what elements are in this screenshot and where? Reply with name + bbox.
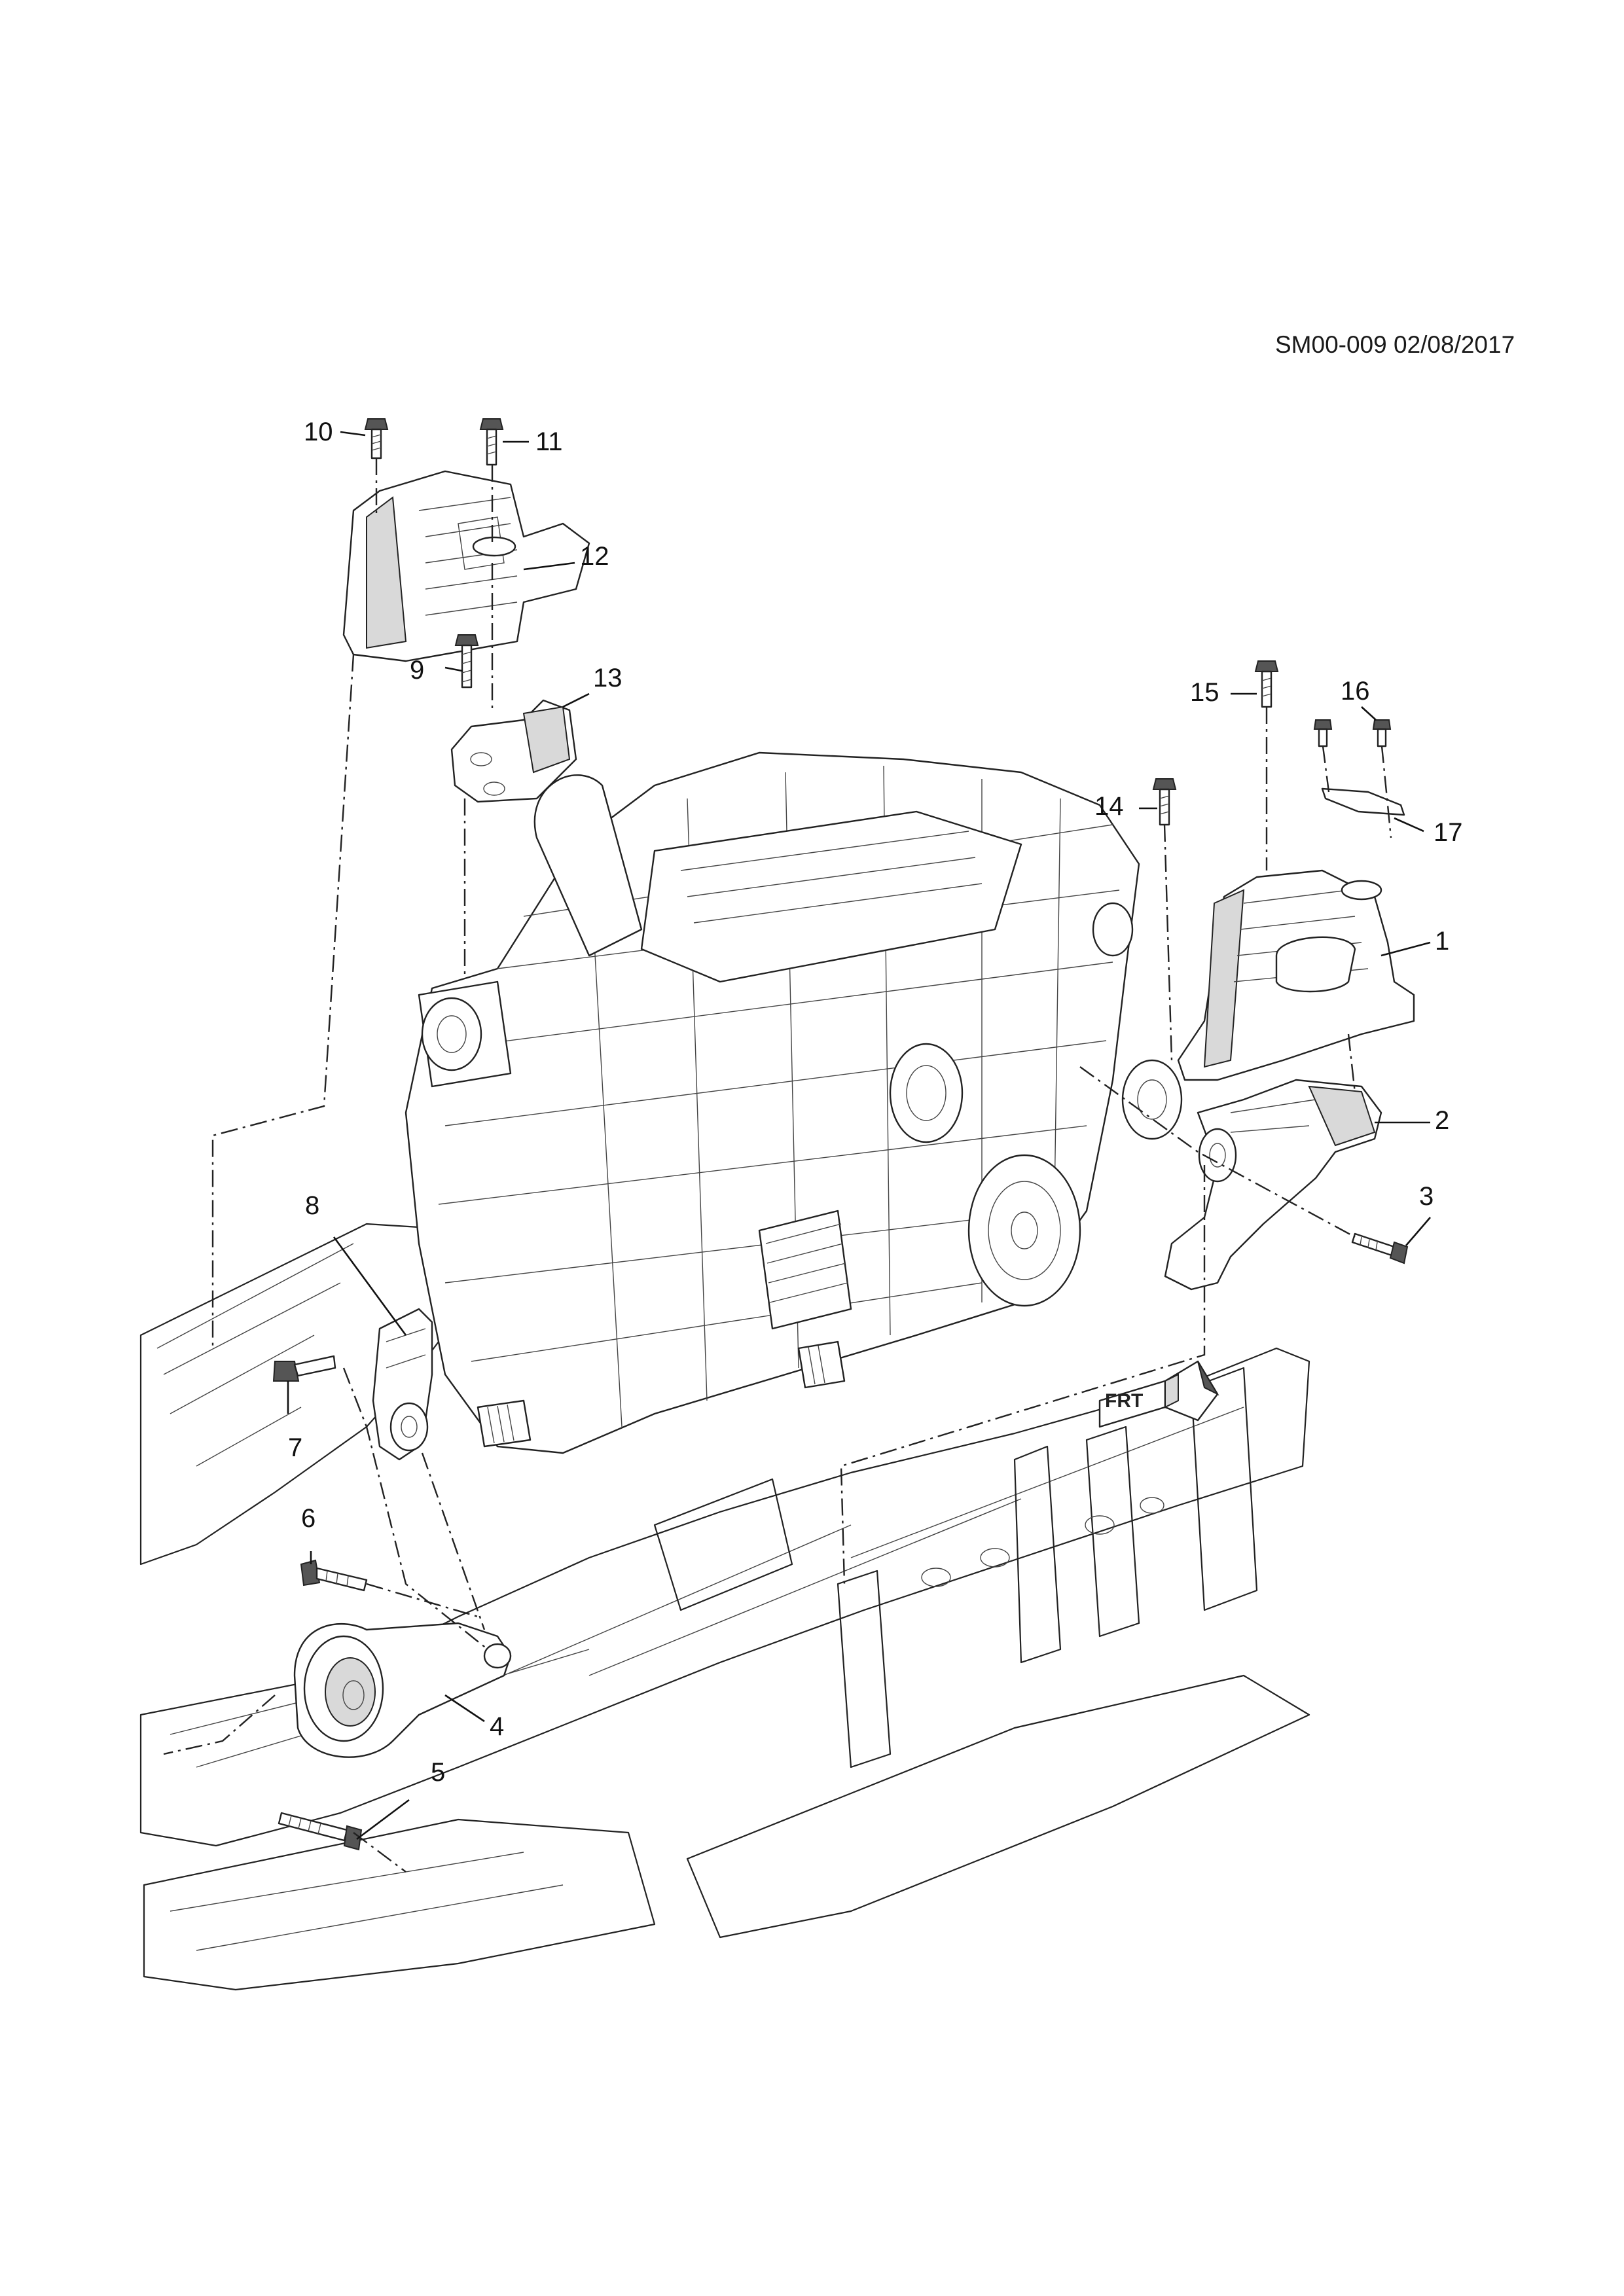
callout-7: 7 <box>288 1433 303 1462</box>
bolt-5 <box>278 1812 363 1851</box>
part-13-bracket <box>450 699 577 803</box>
callout-4: 4 <box>490 1712 505 1741</box>
document-reference: SM00-009 02/08/2017 <box>1275 331 1515 358</box>
leader-lines <box>287 431 1431 1840</box>
bolt-10 <box>364 418 389 459</box>
bolts-16 <box>1313 719 1392 747</box>
vehicle-frame <box>139 1223 1310 1991</box>
part-1-right-mount <box>1177 869 1415 1081</box>
bolt-7 <box>272 1355 336 1382</box>
part-8-link <box>372 1308 433 1461</box>
callout-9: 9 <box>410 656 425 685</box>
callout-15: 15 <box>1190 678 1219 707</box>
bolt-3 <box>1351 1232 1409 1265</box>
bolt-6 <box>300 1559 368 1592</box>
bolt-9 <box>454 634 479 689</box>
callout-17: 17 <box>1434 818 1463 847</box>
callout-14: 14 <box>1094 792 1124 821</box>
engine-assembly <box>405 751 1183 1454</box>
part-17-strap <box>1321 787 1405 816</box>
callout-1: 1 <box>1435 927 1450 956</box>
part-4-rear-mount <box>293 1622 512 1758</box>
bolt-14 <box>1152 778 1177 826</box>
part-2-bracket <box>1164 1079 1382 1291</box>
bolt-15 <box>1254 660 1279 708</box>
callout-16: 16 <box>1341 677 1370 706</box>
callout-10: 10 <box>304 418 333 446</box>
callout-5: 5 <box>431 1758 446 1787</box>
callout-3: 3 <box>1419 1182 1434 1211</box>
callout-13: 13 <box>593 664 623 692</box>
callout-12: 12 <box>580 542 609 571</box>
alignment-lines <box>163 458 1392 1873</box>
callout-6: 6 <box>301 1504 316 1533</box>
callout-2: 2 <box>1435 1106 1450 1135</box>
callout-8: 8 <box>305 1191 320 1220</box>
bolt-11 <box>479 418 504 466</box>
part-12-left-mount <box>342 470 590 662</box>
callout-11: 11 <box>535 427 563 456</box>
front-direction-arrow-icon <box>1098 1360 1219 1428</box>
front-arrow-label: FRT <box>1105 1390 1144 1412</box>
